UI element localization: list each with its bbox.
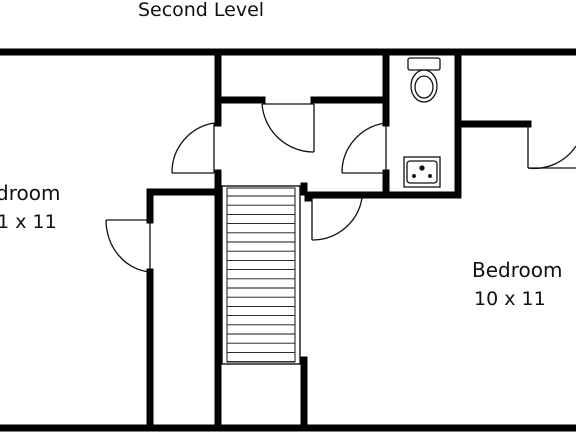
room-name-left: Bedroom <box>0 181 60 205</box>
toilet-icon <box>407 57 441 103</box>
right-bedroom-door <box>311 197 363 241</box>
bath-door <box>341 122 387 174</box>
doors <box>105 103 576 273</box>
room-name-right: Bedroom <box>472 258 562 282</box>
walls <box>0 48 576 432</box>
room-size-left: 11 x 11 <box>0 211 57 233</box>
closet-door <box>261 103 315 153</box>
room-label-left: Bedroom <box>0 181 60 205</box>
sink-icon <box>403 156 441 188</box>
right-closet-door <box>527 124 576 170</box>
stair-treads <box>227 195 295 363</box>
room-size-right: 10 x 11 <box>474 288 546 310</box>
left-bedroom-door <box>105 219 151 273</box>
staircase <box>221 185 301 365</box>
hall-door <box>171 122 215 174</box>
plan-title: Second Level <box>138 0 264 21</box>
